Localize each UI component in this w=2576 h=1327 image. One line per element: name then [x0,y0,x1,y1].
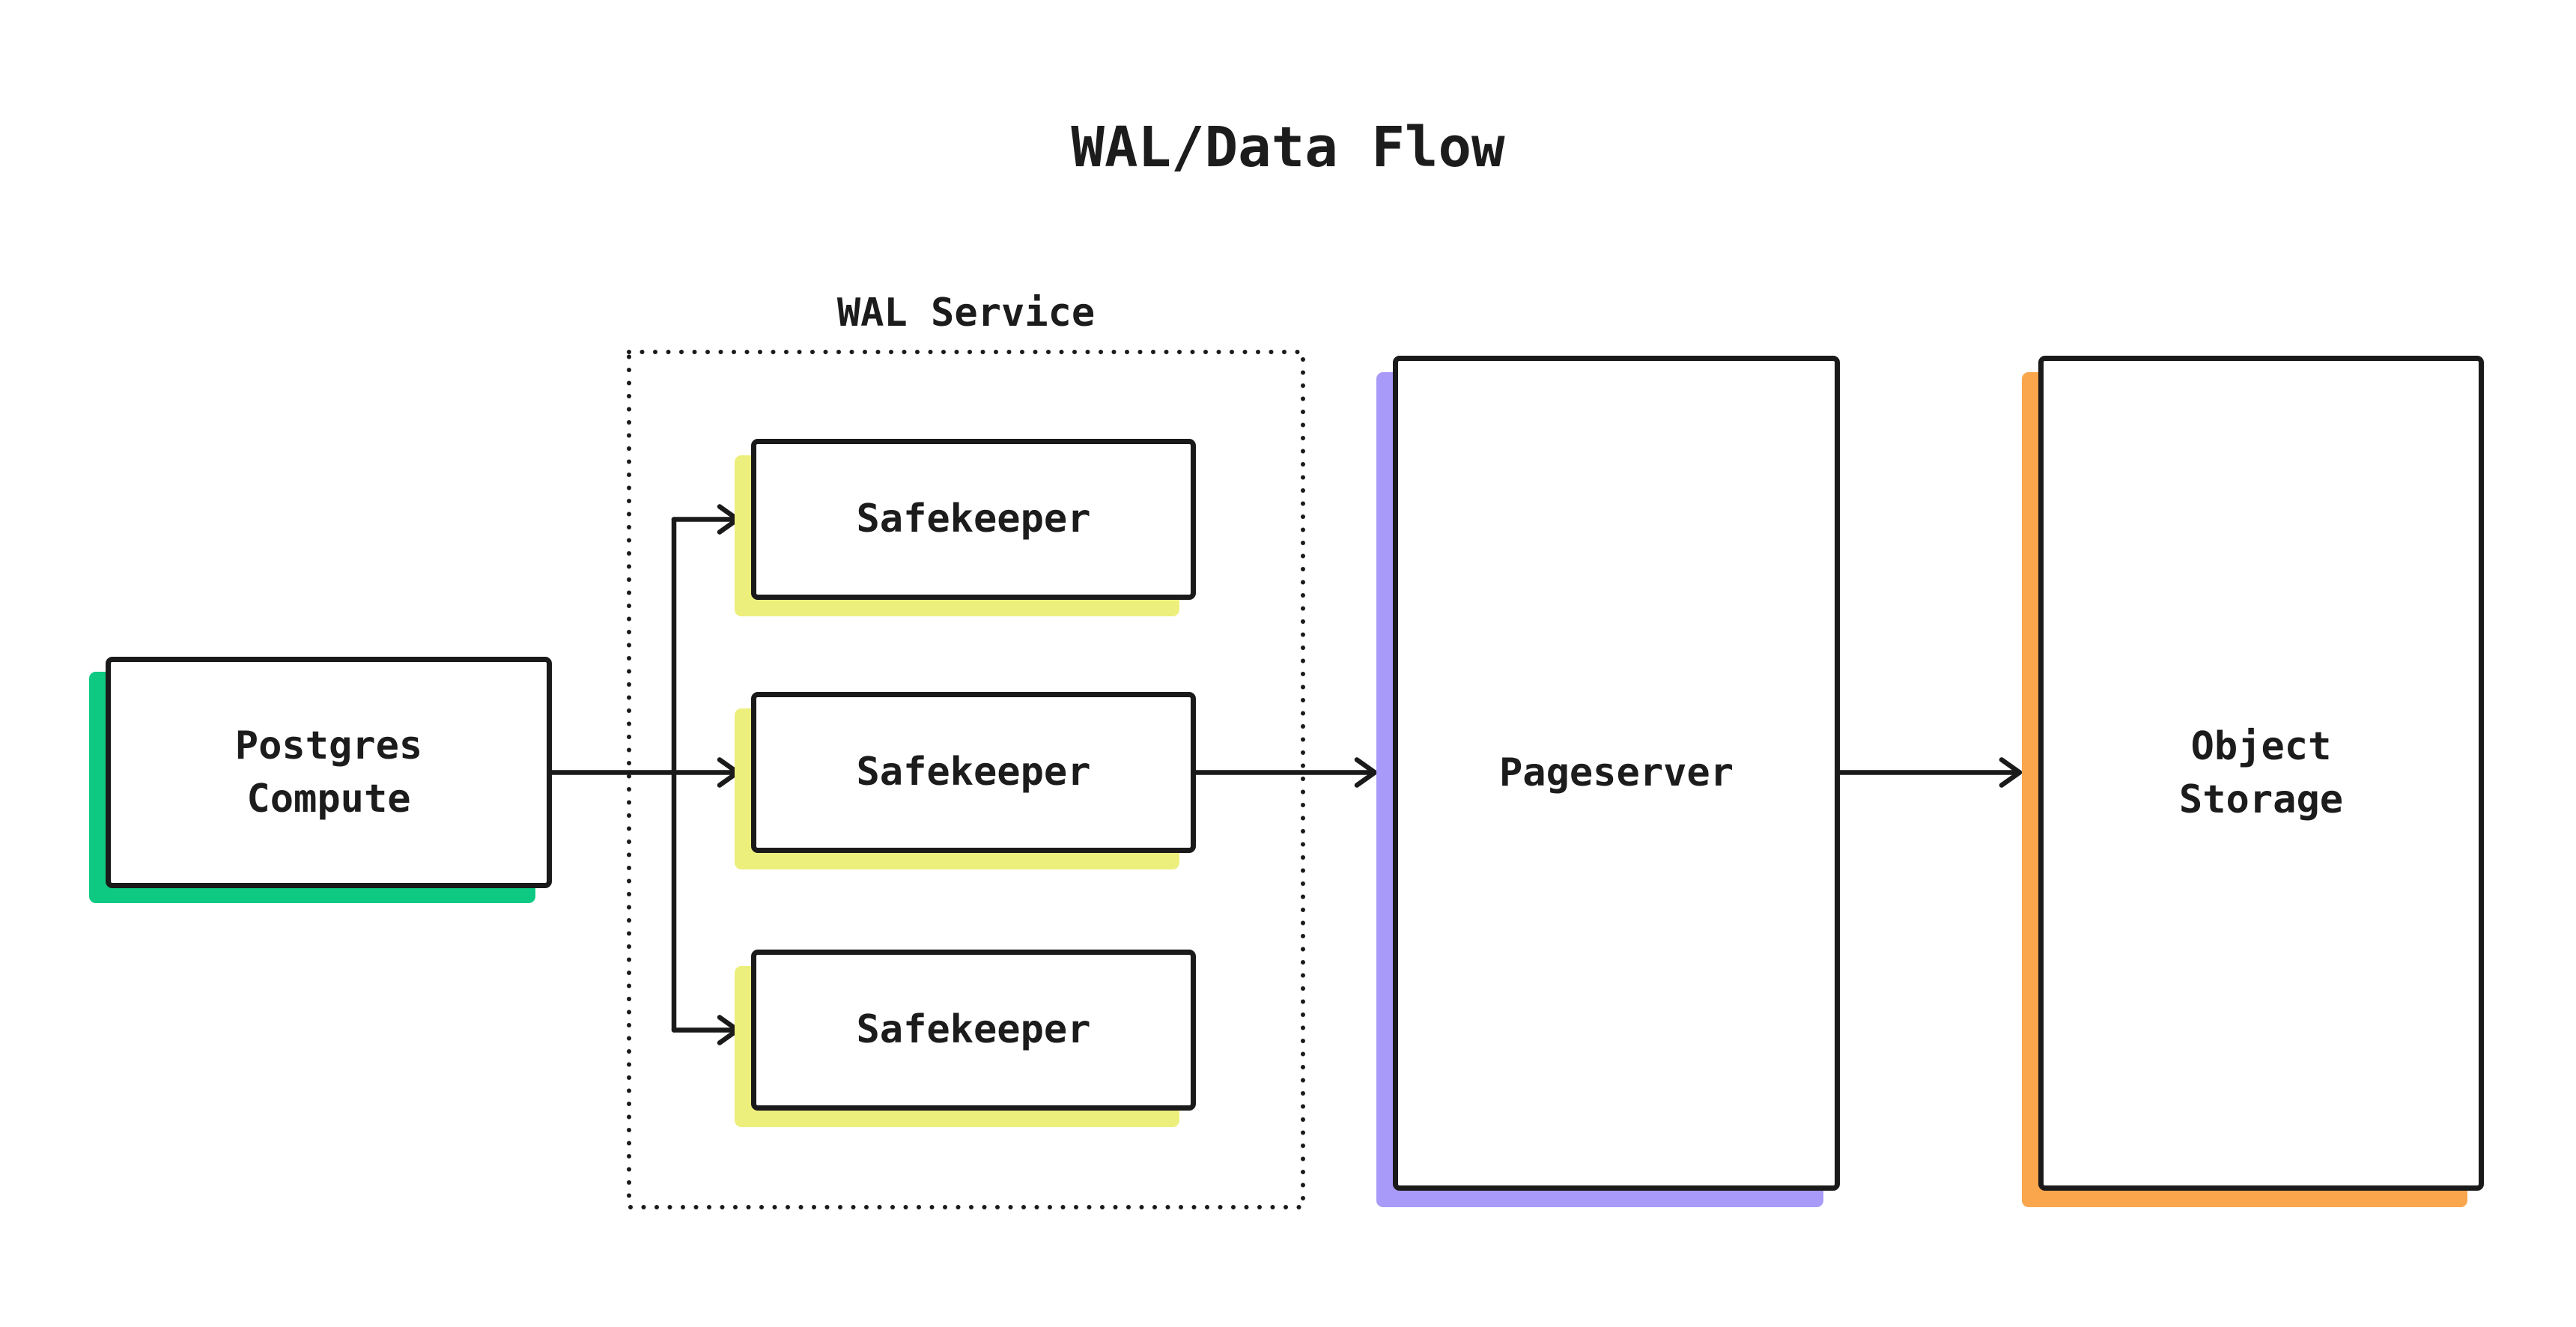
postgres-compute-label-line2: Compute [246,776,411,822]
arrow-pageserver-to-object-storage [1837,757,2023,788]
postgres-compute-label-line1: Postgres [234,723,423,769]
object-storage-label: Object Storage [2179,720,2343,825]
object-storage-label-line2: Storage [2178,777,2344,822]
safekeeper-node-1: Safekeeper [751,439,1196,600]
arrow-safekeeper-to-pageserver [1193,757,1378,788]
safekeeper-1-label: Safekeeper [856,497,1091,542]
wal-service-group-label: WAL Service [836,291,1096,335]
arrowhead-safekeeper-2 [717,757,741,788]
diagram-title: WAL/Data Flow [1071,115,1505,180]
pageserver-label: Pageserver [1498,750,1734,796]
postgres-compute-label: Postgres Compute [235,720,422,825]
safekeeper-3-label: Safekeeper [856,1007,1091,1053]
arrowhead-pageserver [1354,757,1378,788]
arrowhead-safekeeper-3 [717,1015,741,1045]
safekeeper-node-2: Safekeeper [751,692,1196,853]
object-storage-node: Object Storage [2038,356,2484,1191]
safekeeper-node-3: Safekeeper [751,950,1196,1111]
arrowhead-safekeeper-1 [717,504,741,535]
safekeeper-2-label: Safekeeper [856,750,1091,795]
arrowhead-object-storage [1999,757,2023,788]
object-storage-label-line1: Object [2190,724,2332,770]
postgres-compute-node: Postgres Compute [106,657,552,888]
arrow-postgres-to-safekeepers [549,504,741,1045]
pageserver-node: Pageserver [1393,356,1840,1191]
